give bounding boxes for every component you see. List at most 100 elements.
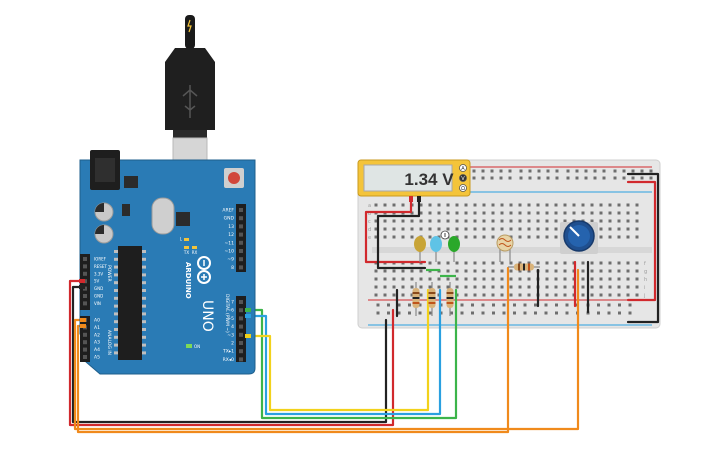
breadboard-hole[interactable] xyxy=(626,219,630,223)
breadboard-hole[interactable] xyxy=(455,235,459,239)
breadboard-hole[interactable] xyxy=(563,269,567,273)
digital-pin-hole[interactable] xyxy=(239,316,243,321)
wire-d5-blue-led[interactable] xyxy=(248,288,442,416)
breadboard-hole[interactable] xyxy=(518,277,522,281)
breadboard-hole[interactable] xyxy=(554,261,558,265)
breadboard-hole[interactable] xyxy=(527,277,531,281)
breadboard-hole[interactable] xyxy=(599,235,603,239)
breadboard-hole[interactable] xyxy=(455,269,459,273)
power-rail-hole[interactable] xyxy=(528,169,532,173)
breadboard-hole[interactable] xyxy=(554,277,558,281)
power-rail-hole[interactable] xyxy=(566,169,570,173)
power-rail-hole[interactable] xyxy=(471,311,474,315)
breadboard-hole[interactable] xyxy=(419,293,423,297)
breadboard-hole[interactable] xyxy=(500,219,504,223)
breadboard-hole[interactable] xyxy=(545,269,549,273)
power-rail-hole[interactable] xyxy=(537,176,541,180)
power-rail-hole[interactable] xyxy=(460,303,464,307)
breadboard-hole[interactable] xyxy=(374,203,378,207)
breadboard-hole[interactable] xyxy=(635,293,639,297)
breadboard-hole[interactable] xyxy=(419,211,423,215)
multimeter-red-probe[interactable] xyxy=(409,196,413,202)
breadboard-hole[interactable] xyxy=(455,285,459,289)
digital-pin-hole[interactable] xyxy=(239,349,243,354)
breadboard-hole[interactable] xyxy=(617,285,621,289)
breadboard-hole[interactable] xyxy=(635,269,639,273)
breadboard-hole[interactable] xyxy=(608,227,612,231)
breadboard-hole[interactable] xyxy=(473,203,477,207)
breadboard-hole[interactable] xyxy=(401,269,405,273)
breadboard-hole[interactable] xyxy=(608,261,612,265)
breadboard-hole[interactable] xyxy=(374,235,378,239)
breadboard-hole[interactable] xyxy=(527,261,531,265)
breadboard-hole[interactable] xyxy=(383,203,387,207)
breadboard-hole[interactable] xyxy=(635,277,639,281)
breadboard-hole[interactable] xyxy=(500,261,504,265)
power-rail-hole[interactable] xyxy=(429,311,432,315)
power-rail-hole[interactable] xyxy=(523,311,527,315)
power-rail-hole[interactable] xyxy=(408,311,411,315)
breadboard-hole[interactable] xyxy=(428,235,432,239)
breadboard-hole[interactable] xyxy=(590,285,594,289)
breadboard-hole[interactable] xyxy=(635,285,639,289)
power-pin-hole[interactable] xyxy=(83,294,87,298)
breadboard-hole[interactable] xyxy=(491,293,495,297)
wire-rail-black-right[interactable] xyxy=(626,172,660,324)
breadboard-hole[interactable] xyxy=(401,227,405,231)
power-rail-hole[interactable] xyxy=(502,311,506,315)
power-rail-hole[interactable] xyxy=(490,176,494,180)
breadboard-hole[interactable] xyxy=(635,235,639,239)
digital-pin-hole[interactable] xyxy=(239,208,243,212)
digital-pin-hole[interactable] xyxy=(239,341,243,345)
power-pin-hole[interactable] xyxy=(83,257,87,261)
breadboard-hole[interactable] xyxy=(491,261,495,265)
breadboard-hole[interactable] xyxy=(626,261,630,265)
breadboard-hole[interactable] xyxy=(383,269,387,273)
breadboard-hole[interactable] xyxy=(608,235,612,239)
breadboard-hole[interactable] xyxy=(464,269,468,273)
breadboard-hole[interactable] xyxy=(590,277,594,281)
breadboard-hole[interactable] xyxy=(563,293,567,297)
digital-pin-hole[interactable] xyxy=(239,232,243,237)
digital-pin-hole[interactable] xyxy=(239,324,243,329)
breadboard-hole[interactable] xyxy=(626,203,630,207)
breadboard-hole[interactable] xyxy=(401,235,405,239)
breadboard-hole[interactable] xyxy=(527,203,531,207)
breadboard-hole[interactable] xyxy=(410,285,414,289)
breadboard-hole[interactable] xyxy=(599,269,603,273)
breadboard-hole[interactable] xyxy=(455,203,459,207)
power-rail-hole[interactable] xyxy=(534,311,537,315)
breadboard-hole[interactable] xyxy=(455,219,459,223)
breadboard-hole[interactable] xyxy=(446,285,450,289)
power-rail-hole[interactable] xyxy=(613,176,617,180)
breadboard-hole[interactable] xyxy=(482,227,486,231)
wire-d6-green-led[interactable] xyxy=(248,288,458,420)
breadboard-hole[interactable] xyxy=(455,261,459,265)
led-green[interactable] xyxy=(448,236,460,262)
power-rail-hole[interactable] xyxy=(472,176,476,180)
breadboard-hole[interactable] xyxy=(554,285,558,289)
breadboard-hole[interactable] xyxy=(401,203,405,207)
breadboard-hole[interactable] xyxy=(572,219,576,223)
breadboard-hole[interactable] xyxy=(554,227,558,231)
breadboard-hole[interactable] xyxy=(482,203,486,207)
arduino-uno[interactable]: L TX RX ON ARDUINO UNO AREFGND1312~11~10… xyxy=(79,150,256,375)
breadboard-hole[interactable] xyxy=(410,293,414,297)
breadboard-hole[interactable] xyxy=(545,277,549,281)
power-rail-hole[interactable] xyxy=(534,303,537,307)
breadboard-hole[interactable] xyxy=(419,285,423,289)
breadboard-hole[interactable] xyxy=(608,211,612,215)
breadboard-hole[interactable] xyxy=(482,261,486,265)
breadboard-hole[interactable] xyxy=(536,219,540,223)
wire-rail-red-right[interactable] xyxy=(626,180,657,302)
breadboard-hole[interactable] xyxy=(383,293,387,297)
power-rail-hole[interactable] xyxy=(597,303,600,307)
power-rail-hole[interactable] xyxy=(418,303,422,307)
power-rail-hole[interactable] xyxy=(499,169,503,173)
breadboard-hole[interactable] xyxy=(401,293,405,297)
breadboard-hole[interactable] xyxy=(464,203,468,207)
power-rail-hole[interactable] xyxy=(555,303,558,307)
breadboard-hole[interactable] xyxy=(608,219,612,223)
power-rail-hole[interactable] xyxy=(584,169,588,173)
breadboard-hole[interactable] xyxy=(581,269,585,273)
